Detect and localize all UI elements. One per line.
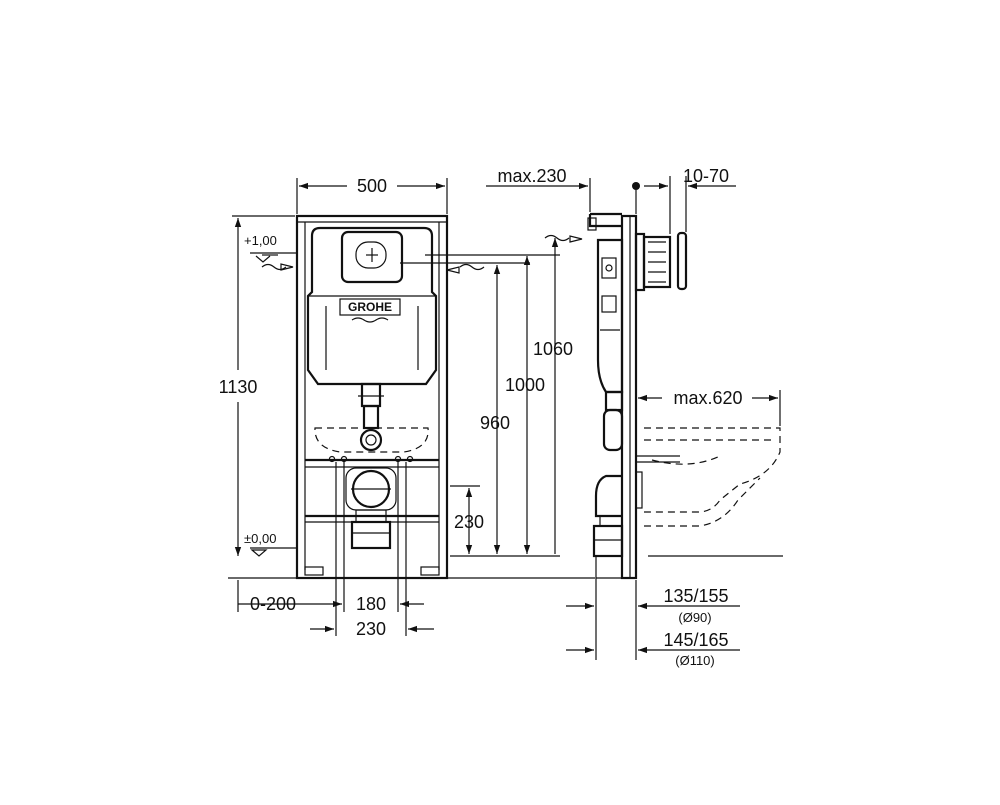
frame-foot-right xyxy=(420,566,440,576)
dim-height-1130: 1130 xyxy=(219,377,258,397)
cistern xyxy=(306,226,438,386)
dim-960: 960 xyxy=(480,413,510,433)
dim-230-vertical: 230 xyxy=(454,512,484,532)
water-inlet-fitting xyxy=(359,428,383,452)
frame-outer xyxy=(295,214,449,580)
drain-bend xyxy=(594,474,622,518)
dim-1060: 1060 xyxy=(533,339,573,359)
dim-offset-0-200: 0-200 xyxy=(250,594,296,614)
grohe-logo-box xyxy=(339,298,401,316)
dim-diameter-90: (Ø90) xyxy=(678,610,711,625)
dim-230-horizontal: 230 xyxy=(356,619,386,639)
frame-side-profile xyxy=(620,214,638,580)
wc-bowl-outline xyxy=(314,427,429,453)
level-zero: ±0,00 xyxy=(244,531,276,546)
dim-max-230: max.230 xyxy=(497,166,566,186)
side-view xyxy=(544,212,783,580)
dim-10-70: 10-70 xyxy=(683,166,729,186)
dim-diameter-110: (Ø110) xyxy=(675,653,715,668)
dim-135-155: 135/155 xyxy=(663,586,728,606)
flush-button-icon xyxy=(355,241,387,269)
front-view: GROHE xyxy=(228,214,595,580)
dim-1000: 1000 xyxy=(505,375,545,395)
flush-actuator xyxy=(642,235,672,289)
side-inlet xyxy=(602,408,624,452)
dim-180: 180 xyxy=(356,594,386,614)
dim-145-165: 145/165 xyxy=(663,630,728,650)
flush-valve xyxy=(360,382,382,408)
drain-pipe xyxy=(350,520,392,550)
level-top: +1,00 xyxy=(244,233,277,248)
frame-foot-left xyxy=(304,566,324,576)
side-drain-pipe xyxy=(592,524,624,558)
flush-plate-opening xyxy=(340,230,404,284)
grohe-logo: GROHE xyxy=(348,300,392,314)
dim-frame-width: 500 xyxy=(357,176,387,196)
flush-plate-side xyxy=(676,231,688,291)
wall-hung-wc-outline xyxy=(644,427,781,513)
reference-point xyxy=(632,182,640,190)
dim-max-620: max.620 xyxy=(673,388,742,408)
